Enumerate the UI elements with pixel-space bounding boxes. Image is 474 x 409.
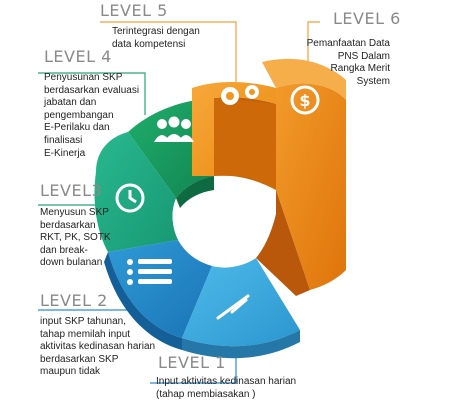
level-5-description: Terintegrasi dengan data kompetensi bbox=[112, 26, 200, 50]
ring-center-hole bbox=[184, 204, 268, 256]
level-4-description: Penyusunan SKP berdasarkan evaluasi jaba… bbox=[44, 72, 140, 159]
connector-level-5 bbox=[100, 21, 237, 92]
money-icon: $ bbox=[290, 85, 320, 115]
ring-segment-level-3 bbox=[94, 132, 178, 252]
ring-segment-level-2 bbox=[108, 240, 212, 338]
connector-level-6 bbox=[307, 21, 320, 72]
level-6-label: LEVEL 6 bbox=[333, 9, 401, 28]
level-6-description: Pemanfaatan Data PNS Dalam Rangka Merit … bbox=[306, 38, 390, 87]
connector-level-4 bbox=[38, 72, 146, 115]
svg-text:$: $ bbox=[299, 91, 310, 110]
level-1-description: Input aktivitas kedinasan harian (tahap … bbox=[156, 376, 297, 400]
ring-segment-level-5 bbox=[192, 82, 276, 176]
feather-pen-icon bbox=[216, 294, 250, 320]
level-3-description: Menyusun SKP berdasarkan RKT, PK, SOTK d… bbox=[40, 207, 111, 269]
level-2-label: LEVEL 2 bbox=[40, 291, 108, 310]
level-2-description: input SKP tahunan, tahap memilah input a… bbox=[40, 316, 156, 378]
ring-segment-level-6 bbox=[276, 83, 346, 290]
clock-icon bbox=[115, 183, 145, 213]
level-3-label: LEVEL3 bbox=[40, 181, 103, 200]
level-4-label: LEVEL 4 bbox=[44, 47, 112, 66]
connector-lines bbox=[100, 21, 320, 92]
gears-icon bbox=[221, 85, 259, 105]
connector-level-1 bbox=[150, 348, 237, 384]
level-1-label: LEVEL 1 bbox=[158, 353, 226, 372]
people-icon bbox=[154, 116, 194, 142]
list-icon bbox=[127, 259, 172, 285]
level-5-label: LEVEL 5 bbox=[100, 1, 168, 20]
ring-segment-level-6-side bbox=[256, 190, 310, 296]
